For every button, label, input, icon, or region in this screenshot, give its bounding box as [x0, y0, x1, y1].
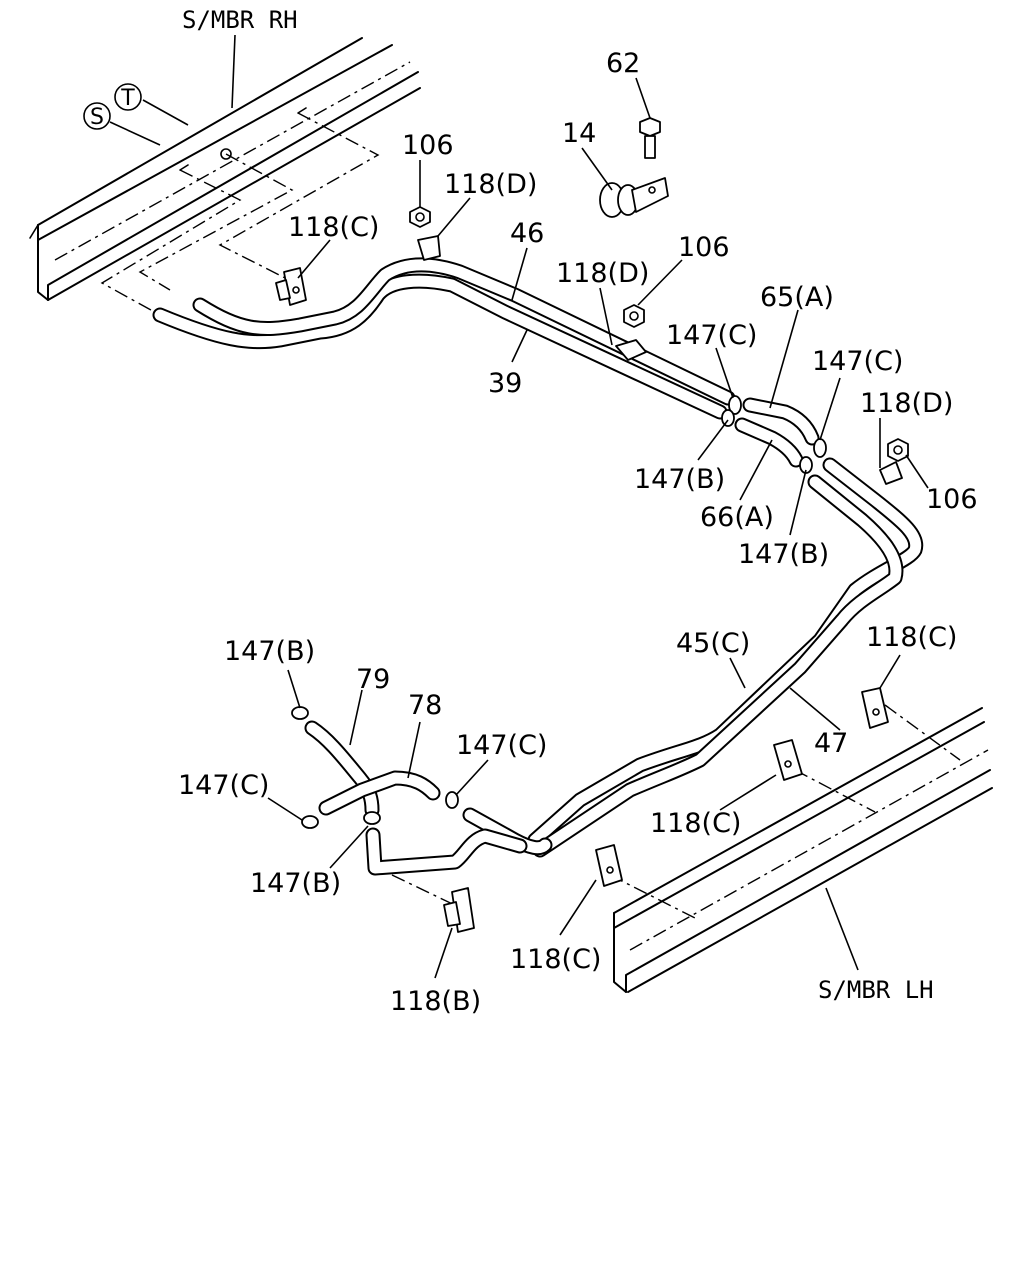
callout-106-b: 106: [678, 232, 730, 263]
callout-66a: 66(A): [700, 502, 774, 533]
nut-106-a: [409, 206, 431, 228]
marker-s: S: [83, 102, 111, 130]
callout-118d-a: 118(D): [444, 169, 537, 200]
callout-65a: 65(A): [760, 282, 834, 313]
fuel-tubes: [152, 257, 924, 876]
callout-118d-b: 118(D): [556, 258, 649, 289]
grommet-14: [599, 177, 669, 218]
clamp-118d-a: [417, 235, 441, 261]
marker-t-label: T: [120, 86, 135, 111]
callout-147b-d: 147(B): [250, 868, 341, 899]
clamp-118d-b: [615, 339, 647, 361]
callout-106-a: 106: [402, 130, 454, 161]
callout-46: 46: [510, 218, 544, 249]
clamp-118b: [443, 887, 475, 933]
callout-147c-c: 147(C): [456, 730, 547, 761]
frame-rail-lh: [613, 707, 993, 993]
clamp-118c-upper: [275, 267, 307, 306]
callout-78: 78: [408, 690, 442, 721]
callout-147c-d: 147(C): [178, 770, 269, 801]
callout-147c-a: 147(C): [666, 320, 757, 351]
nut-106-b: [623, 304, 645, 328]
mounting-reference-lines: [100, 112, 961, 919]
marker-t: T: [114, 83, 142, 111]
hose-clips-147: [291, 395, 827, 829]
callout-118c-upper: 118(C): [288, 212, 379, 243]
callout-147b-c: 147(B): [224, 636, 315, 667]
clamp-118c-lower: [595, 844, 623, 887]
callout-147b-b: 147(B): [738, 539, 829, 570]
clamp-118d-c: [879, 461, 903, 485]
callout-14: 14: [562, 118, 596, 149]
callout-118c-lower: 118(C): [510, 944, 601, 975]
callout-79: 79: [356, 664, 390, 695]
callout-147b-a: 147(B): [634, 464, 725, 495]
clamp-118c-middle: [773, 739, 803, 781]
frame-rail-rh: [29, 37, 421, 301]
callout-118c-middle: 118(C): [650, 808, 741, 839]
callout-47: 47: [814, 728, 848, 759]
callout-106-c: 106: [926, 484, 978, 515]
callout-147c-b: 147(C): [812, 346, 903, 377]
nut-106-c: [887, 438, 909, 462]
leader-lines: [109, 34, 929, 979]
clamp-118c-right: [861, 687, 889, 729]
callout-118b: 118(B): [390, 986, 481, 1017]
frame-rh-label: S/MBR RH: [182, 6, 298, 34]
frame-lh-label: S/MBR LH: [818, 976, 934, 1004]
callout-39: 39: [488, 368, 522, 399]
callout-45c: 45(C): [676, 628, 750, 659]
callout-118d-c: 118(D): [860, 388, 953, 419]
callout-118c-right: 118(C): [866, 622, 957, 653]
callout-62: 62: [606, 48, 640, 79]
bolt-62: [639, 117, 661, 159]
marker-s-label: S: [90, 105, 104, 130]
